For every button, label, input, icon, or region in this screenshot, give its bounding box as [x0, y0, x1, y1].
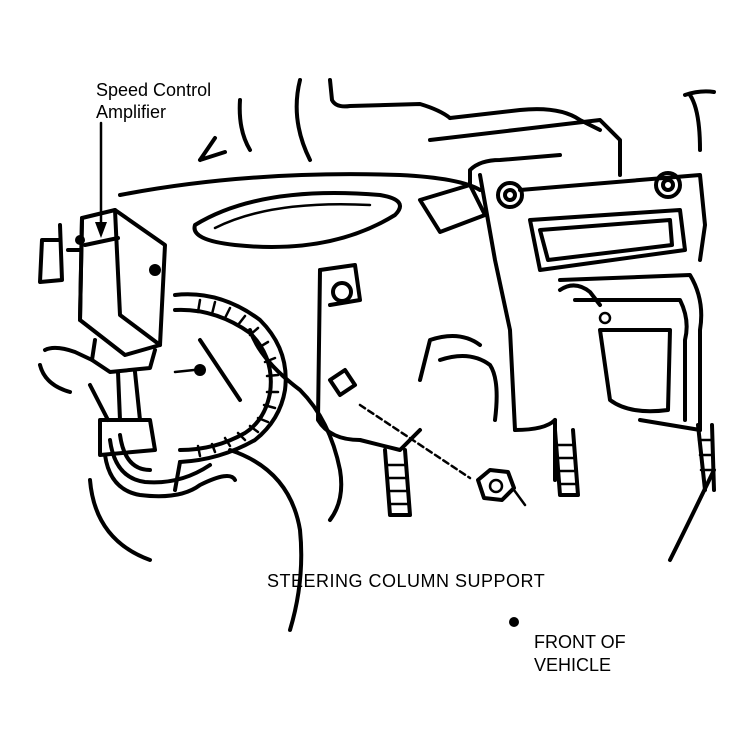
speed-control-amplifier	[38, 208, 167, 357]
speed-control-amplifier-label: Speed Control	[96, 80, 212, 100]
front-of-vehicle-dot	[509, 617, 519, 627]
amplifier-connector	[38, 338, 206, 457]
steering-column-support	[418, 118, 707, 482]
front-of-vehicle-label-line2: VEHICLE	[534, 655, 612, 675]
panel-cutout	[192, 191, 402, 249]
front-of-vehicle-label: FRONT OF	[534, 632, 626, 652]
amplifier-leader-arrow	[95, 121, 107, 238]
speed-control-amplifier-label-line2: Amplifier	[96, 102, 167, 122]
lower-panel	[88, 328, 716, 632]
steering-column-support-label: STEERING COLUMN SUPPORT	[267, 571, 546, 591]
mounting-plate	[316, 263, 422, 452]
hex-nut	[328, 368, 527, 507]
dash-panel	[118, 78, 716, 197]
stud-bolts	[383, 423, 716, 517]
